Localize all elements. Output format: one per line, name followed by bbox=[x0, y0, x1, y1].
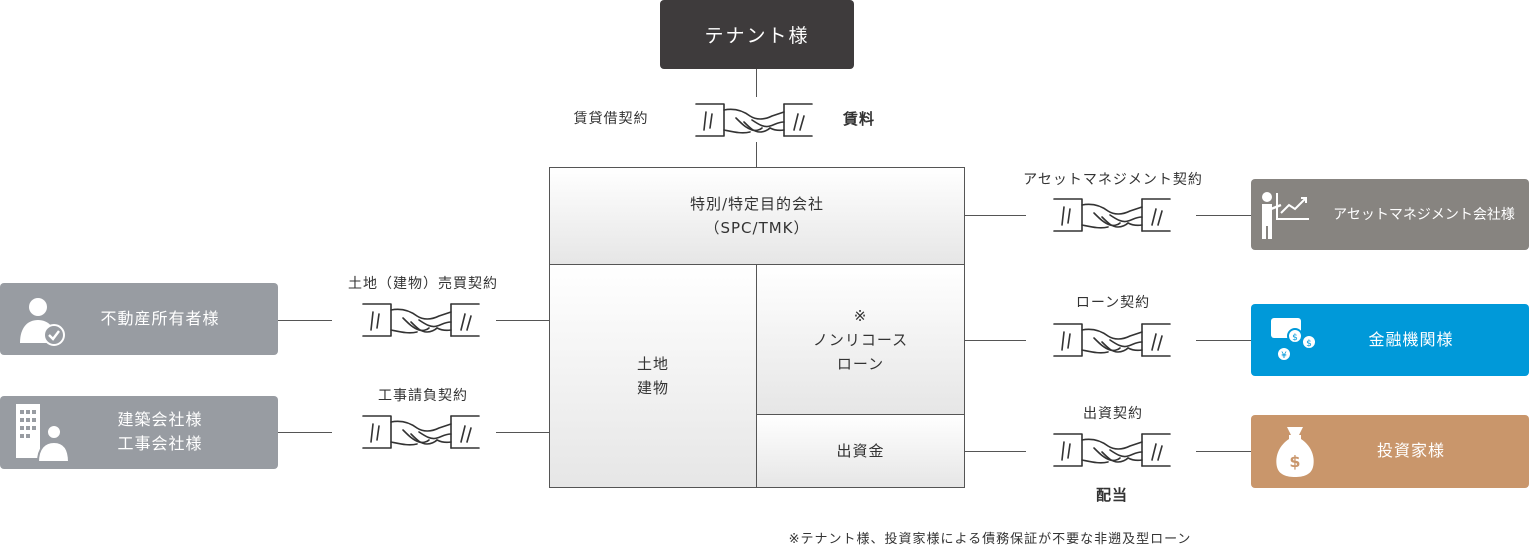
construction-company-box: 建築会社様 工事会社様 bbox=[0, 396, 278, 469]
connector-line bbox=[496, 320, 550, 321]
svg-text:$: $ bbox=[1289, 452, 1300, 471]
handshake-icon bbox=[1051, 195, 1173, 235]
svg-text:$: $ bbox=[1306, 339, 1312, 349]
connector-line bbox=[756, 69, 757, 97]
tenant-box: テナント様 bbox=[660, 0, 854, 69]
footnote: ※テナント様、投資家様による債務保証が不要な非遡及型ローン bbox=[788, 532, 1192, 547]
investor-label: 投資家様 bbox=[1376, 441, 1445, 460]
connector-line bbox=[278, 432, 332, 433]
asset-management-label: アセットマネジメント会社様 bbox=[1333, 207, 1515, 223]
connector-line bbox=[1196, 215, 1251, 216]
dividend-flow-label: 配当 bbox=[1095, 486, 1128, 504]
connector-line bbox=[964, 340, 1026, 341]
connector-line bbox=[496, 432, 550, 433]
svg-text:$: $ bbox=[1292, 333, 1298, 343]
handshake-icon bbox=[693, 100, 815, 140]
nonrecourse-loan-box: ※ ノンリコース ローン bbox=[756, 264, 965, 415]
builder-label: 建築会社様 bbox=[117, 410, 203, 429]
handshake-icon bbox=[360, 300, 482, 340]
investment-contract-label: 出資契約 bbox=[1083, 406, 1143, 422]
rent-flow-label: 賃料 bbox=[842, 110, 875, 128]
sale-contract-label: 土地（建物）売買契約 bbox=[348, 276, 498, 292]
loan-line2: ローン bbox=[836, 354, 885, 373]
handshake-icon bbox=[1051, 320, 1173, 360]
connector-line bbox=[964, 451, 1026, 452]
handshake-icon bbox=[360, 412, 482, 452]
investor-box: $ 投資家様 bbox=[1251, 415, 1529, 488]
contractor-label: 工事会社様 bbox=[117, 434, 203, 453]
assets-building: 建物 bbox=[636, 379, 669, 397]
financial-institution-label: 金融機関様 bbox=[1368, 330, 1454, 349]
equity-box: 出資金 bbox=[756, 414, 965, 488]
tenant-label: テナント様 bbox=[704, 25, 810, 47]
handshake-icon bbox=[1051, 430, 1173, 470]
spc-box: 特別/特定目的会社 （SPC/TMK） bbox=[549, 167, 965, 265]
connector-line bbox=[278, 320, 332, 321]
asset-management-box: アセットマネジメント会社様 bbox=[1251, 179, 1529, 250]
loan-note-mark: ※ bbox=[853, 306, 868, 325]
connector-line bbox=[1196, 451, 1251, 452]
tenant-contract-label: 賃貸借契約 bbox=[573, 111, 649, 127]
money-bag-icon: $ bbox=[1276, 427, 1314, 477]
money-coins-icon: $ $ ¥ bbox=[1271, 318, 1317, 362]
construction-contract-label: 工事請負契約 bbox=[378, 388, 468, 404]
building-person-icon bbox=[16, 404, 70, 463]
construction-company-label: 建築会社様 工事会社様 bbox=[80, 408, 240, 456]
asset-management-contract-label: アセットマネジメント契約 bbox=[1023, 172, 1203, 188]
presenter-chart-icon bbox=[1262, 192, 1309, 239]
assets-box: 土地 建物 bbox=[549, 264, 757, 488]
property-owner-label: 不動産所有者様 bbox=[100, 309, 220, 328]
spc-name: 特別/特定目的会社 bbox=[689, 195, 825, 213]
loan-contract-label: ローン契約 bbox=[1075, 295, 1151, 311]
property-owner-box: 不動産所有者様 bbox=[0, 283, 278, 355]
svg-text:¥: ¥ bbox=[1281, 351, 1287, 361]
loan-line1: ノンリコース bbox=[812, 330, 909, 349]
connector-line bbox=[1196, 340, 1251, 341]
financial-institution-box: $ $ ¥ 金融機関様 bbox=[1251, 304, 1529, 376]
person-check-icon bbox=[20, 298, 65, 346]
connector-line bbox=[756, 142, 757, 168]
equity-label: 出資金 bbox=[836, 442, 885, 460]
spc-type: （SPC/TMK） bbox=[704, 219, 810, 237]
assets-land: 土地 bbox=[636, 355, 669, 373]
connector-line bbox=[964, 215, 1026, 216]
